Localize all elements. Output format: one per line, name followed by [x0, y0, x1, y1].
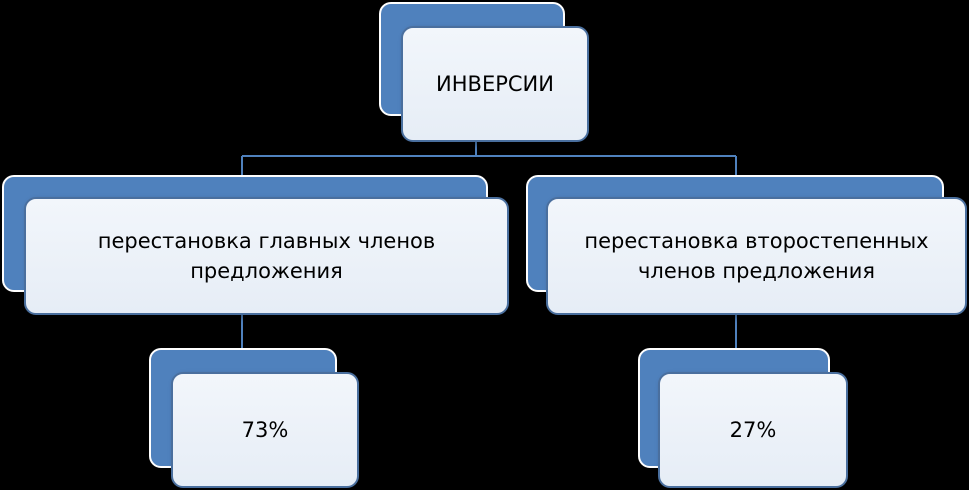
- node-inversions-label: ИНВЕРСИИ: [436, 72, 554, 96]
- node-secondary-members: перестановка второстепенных членов предл…: [526, 175, 969, 315]
- node-secondary-share-label: 27%: [729, 418, 777, 442]
- node-inversions: ИНВЕРСИИ: [379, 2, 589, 142]
- node-inversions-box: ИНВЕРСИИ: [401, 26, 589, 142]
- node-main-members-box: перестановка главных членов предложения: [24, 197, 509, 315]
- node-main-share: 73%: [149, 348, 361, 488]
- node-main-members: перестановка главных членов предложения: [2, 175, 509, 315]
- node-secondary-members-label: перестановка второстепенных членов предл…: [584, 229, 929, 283]
- node-main-share-label: 73%: [241, 418, 289, 442]
- node-main-members-label: перестановка главных членов предложения: [97, 229, 436, 283]
- node-secondary-share-box: 27%: [658, 372, 848, 488]
- node-secondary-share: 27%: [638, 348, 850, 488]
- node-secondary-members-box: перестановка второстепенных членов предл…: [546, 197, 967, 315]
- node-main-share-box: 73%: [171, 372, 359, 488]
